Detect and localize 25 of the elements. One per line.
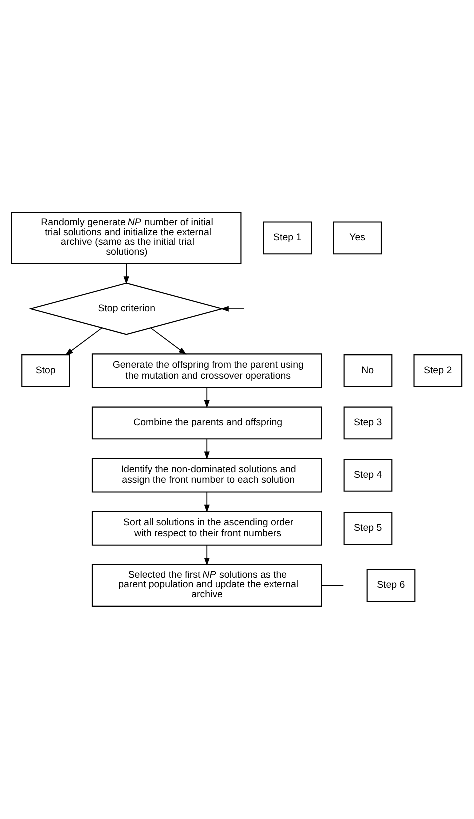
arrow: [204, 438, 210, 460]
arrow: [124, 264, 130, 285]
arrow: [150, 328, 187, 355]
connector: [321, 585, 344, 586]
node-box: Step 2: [414, 354, 463, 388]
node-box: Identify the non-dominated solutions and assign the front number to each solution: [92, 458, 322, 493]
arrow: [204, 387, 210, 408]
node-box: Step 4: [344, 458, 393, 492]
node-box: No: [344, 354, 393, 388]
arrow: [65, 328, 102, 356]
node-box: Step 5: [344, 512, 393, 546]
node-box: Stop: [22, 354, 70, 388]
node-box: Step 6: [366, 569, 416, 602]
node-box: Step 1: [263, 222, 312, 255]
node-diamond: Stop criterion: [28, 282, 224, 336]
node-box: Randomly generate NP number of initial trial solutions and initialize the external archive (same as the initial trial solutions): [11, 212, 242, 264]
arrow: [204, 492, 210, 513]
arrow: [204, 545, 210, 566]
node-box: Sort all solutions in the ascending order with respect to their front numbers: [92, 511, 322, 546]
node-box: Combine the parents and offspring: [92, 406, 322, 440]
arrow: [220, 306, 245, 312]
node-box: Step 3: [344, 406, 393, 440]
node-box: Yes: [333, 222, 382, 255]
node-box: Selected the first NP solutions as the parent population and update the external archive: [92, 564, 322, 607]
node-box: Generate the offspring from the parent using the mutation and crossover operations: [92, 354, 322, 388]
